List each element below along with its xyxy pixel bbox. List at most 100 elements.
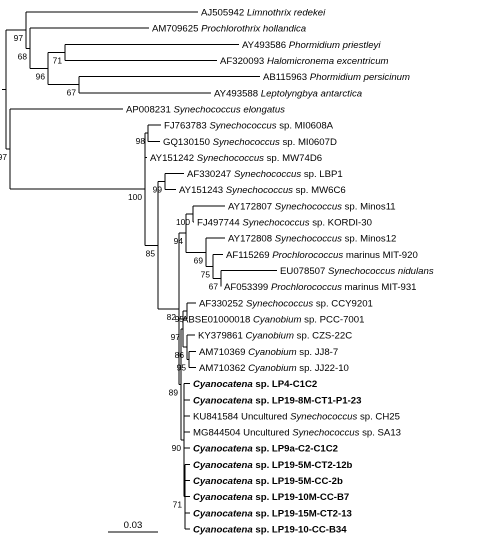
bootstrap-value: 82 [167,312,177,322]
taxon-genus: Cyanocatena [193,379,253,390]
taxon-genus: Cyanocatena [193,395,253,406]
leaf-label: AF330252 Synechococcus sp. CCY9201 [199,298,373,309]
bootstrap-value: 69 [194,255,204,265]
tree-branches [2,11,277,530]
taxon-species: nidulans [395,266,434,277]
accession-number: GQ130150 [163,137,213,148]
accession-number: FJ763783 [164,121,209,132]
taxon-genus: Cyanobium [248,347,297,358]
accession-number: KU841584 [193,411,241,422]
taxon-genus: Cyanobium [248,363,297,374]
leaf-label: AM710369 Cyanobium sp. JJ8-7 [199,347,338,358]
taxon-species: persicinum [361,72,410,83]
taxon-species: sp. LP4-C1C2 [253,379,318,390]
leaf-label: FJ763783 Synechococcus sp. MI0608A [164,121,334,132]
taxon-genus: Leptolyngbya [261,88,318,99]
taxon-species: marinus MIT-931 [342,282,417,293]
taxon-genus: Cyanobium [245,331,294,342]
accession-number: AY493586 [242,40,289,51]
leaf-label: AY151242 Synechococcus sp. MW74D6 [150,153,322,164]
taxon-genus: Prochlorococcus [272,250,343,261]
taxon-genus: Prochlorococcus [271,282,342,293]
taxon-genus: Uncultured Synechococcus [243,428,359,439]
leaf-label: EU078507 Synechococcus nidulans [280,266,434,277]
taxon-genus: Synechococcus [275,201,342,212]
taxon-species: sp. MW74D6 [264,153,322,164]
taxon-species: sp. JJ22-10 [297,363,349,374]
leaf-label: AB115963 Phormidium persicinum [263,72,410,83]
taxon-species: sp. LP9a-C2-C1C2 [253,444,338,455]
leaf-label: Cyanocatena sp. LP19-15M-CT2-13 [193,508,352,519]
leaf-label: AY172808 Synechococcus sp. Minos12 [228,234,396,245]
taxon-genus: Synechococcus [209,121,276,132]
bootstrap-value: 96 [36,72,46,82]
taxon-species: sp. MI0607D [280,137,337,148]
taxon-species: elongatus [241,104,285,115]
accession-number: AP008231 [126,104,173,115]
leaf-label: Cyanocatena sp. LP4-C1C2 [193,379,317,390]
leaf-label: FJ497744 Synechococcus sp. KORDI-30 [197,218,372,229]
leaf-label: KU841584 Uncultured Synechococcus sp. CH… [193,411,400,422]
taxon-genus: Prochlorothrix [201,24,261,35]
taxon-genus: Phormidium [289,40,340,51]
bootstrap-value: 97 [14,33,24,43]
leaf-label: AF115269 Prochlorococcus marinus MIT-920 [226,250,418,261]
taxon-genus: Uncultured Synechococcus [241,411,357,422]
taxon-genus: Synechococcus [197,153,264,164]
leaf-label: AF320093 Halomicronema excentricum [220,56,389,67]
leaf-label: Cyanocatena sp. LP19-5M-CC-2b [193,476,343,487]
bootstrap-value: 67 [67,88,77,98]
taxon-species: sp. CH25 [357,411,400,422]
accession-number: AF330247 [187,169,234,180]
bootstrap-values: 7167966897989910067756994959586977190898… [0,33,218,510]
taxon-species: sp. KORDI-30 [310,218,372,229]
accession-number: AF053399 [224,282,271,293]
scale-bar: 0.03 [108,520,158,533]
leaf-label: AY172807 Synechococcus sp. Minos11 [228,201,396,212]
bootstrap-value: 89 [169,388,179,398]
accession-number: AY172807 [228,201,275,212]
accession-number: AF320093 [220,56,267,67]
leaf-label: AM710362 Cyanobium sp. JJ22-10 [199,363,349,374]
taxon-species: sp. LP19-5M-CC-2b [253,476,343,487]
taxon-genus: Cyanocatena [193,476,253,487]
taxon-species: sp. LP19-10-CC-B34 [253,525,347,536]
accession-number: ABSE01000018 [182,314,253,325]
leaf-label: ABSE01000018 Cyanobium sp. PCC-7001 [182,314,364,325]
accession-number: AM710369 [199,347,248,358]
taxon-genus: Synechococcus [275,234,342,245]
leaf-label: AF053399 Prochlorococcus marinus MIT-931 [224,282,417,293]
taxon-species: sp. LP19-5M-CT2-12b [253,460,353,471]
bootstrap-value: 100 [128,192,142,202]
taxon-species: sp. Minos11 [342,201,396,212]
leaf-label: AP008231 Synechococcus elongatus [126,104,285,115]
taxon-species: antarctica [318,88,362,99]
accession-number: AY172808 [228,234,275,245]
accession-number: AM709625 [152,24,201,35]
leaf-label: AM709625 Prochlorothrix hollandica [152,24,306,35]
taxon-species: sp. CCY9201 [313,298,373,309]
accession-number: AF330252 [199,298,246,309]
leaf-label: GQ130150 Synechococcus sp. MI0607D [163,137,337,148]
taxon-species: marinus MIT-920 [343,250,418,261]
taxon-species: sp. MW6C6 [293,185,346,196]
taxon-species: sp. LP19-8M-CT1-P1-23 [253,395,362,406]
taxon-genus: Synechococcus [173,104,240,115]
taxon-species: sp. LBP1 [301,169,343,180]
taxon-genus: Synechococcus [234,169,301,180]
scale-bar-label: 0.03 [124,520,143,531]
bootstrap-value: 86 [175,350,185,360]
taxon-genus: Phormidium [310,72,361,83]
bootstrap-value: 68 [18,51,28,61]
bootstrap-value: 98 [136,136,146,146]
leaf-label: AY493588 Leptolyngbya antarctica [214,88,362,99]
accession-number: AM710362 [199,363,248,374]
taxon-species: sp. MI0608A [277,121,334,132]
taxon-genus: Cyanocatena [193,508,253,519]
leaf-label: Cyanocatena sp. LP19-10M-CC-B7 [193,492,349,503]
bootstrap-value: 95 [177,362,187,372]
bootstrap-value: 99 [153,185,163,195]
accession-number: FJ497744 [197,218,242,229]
